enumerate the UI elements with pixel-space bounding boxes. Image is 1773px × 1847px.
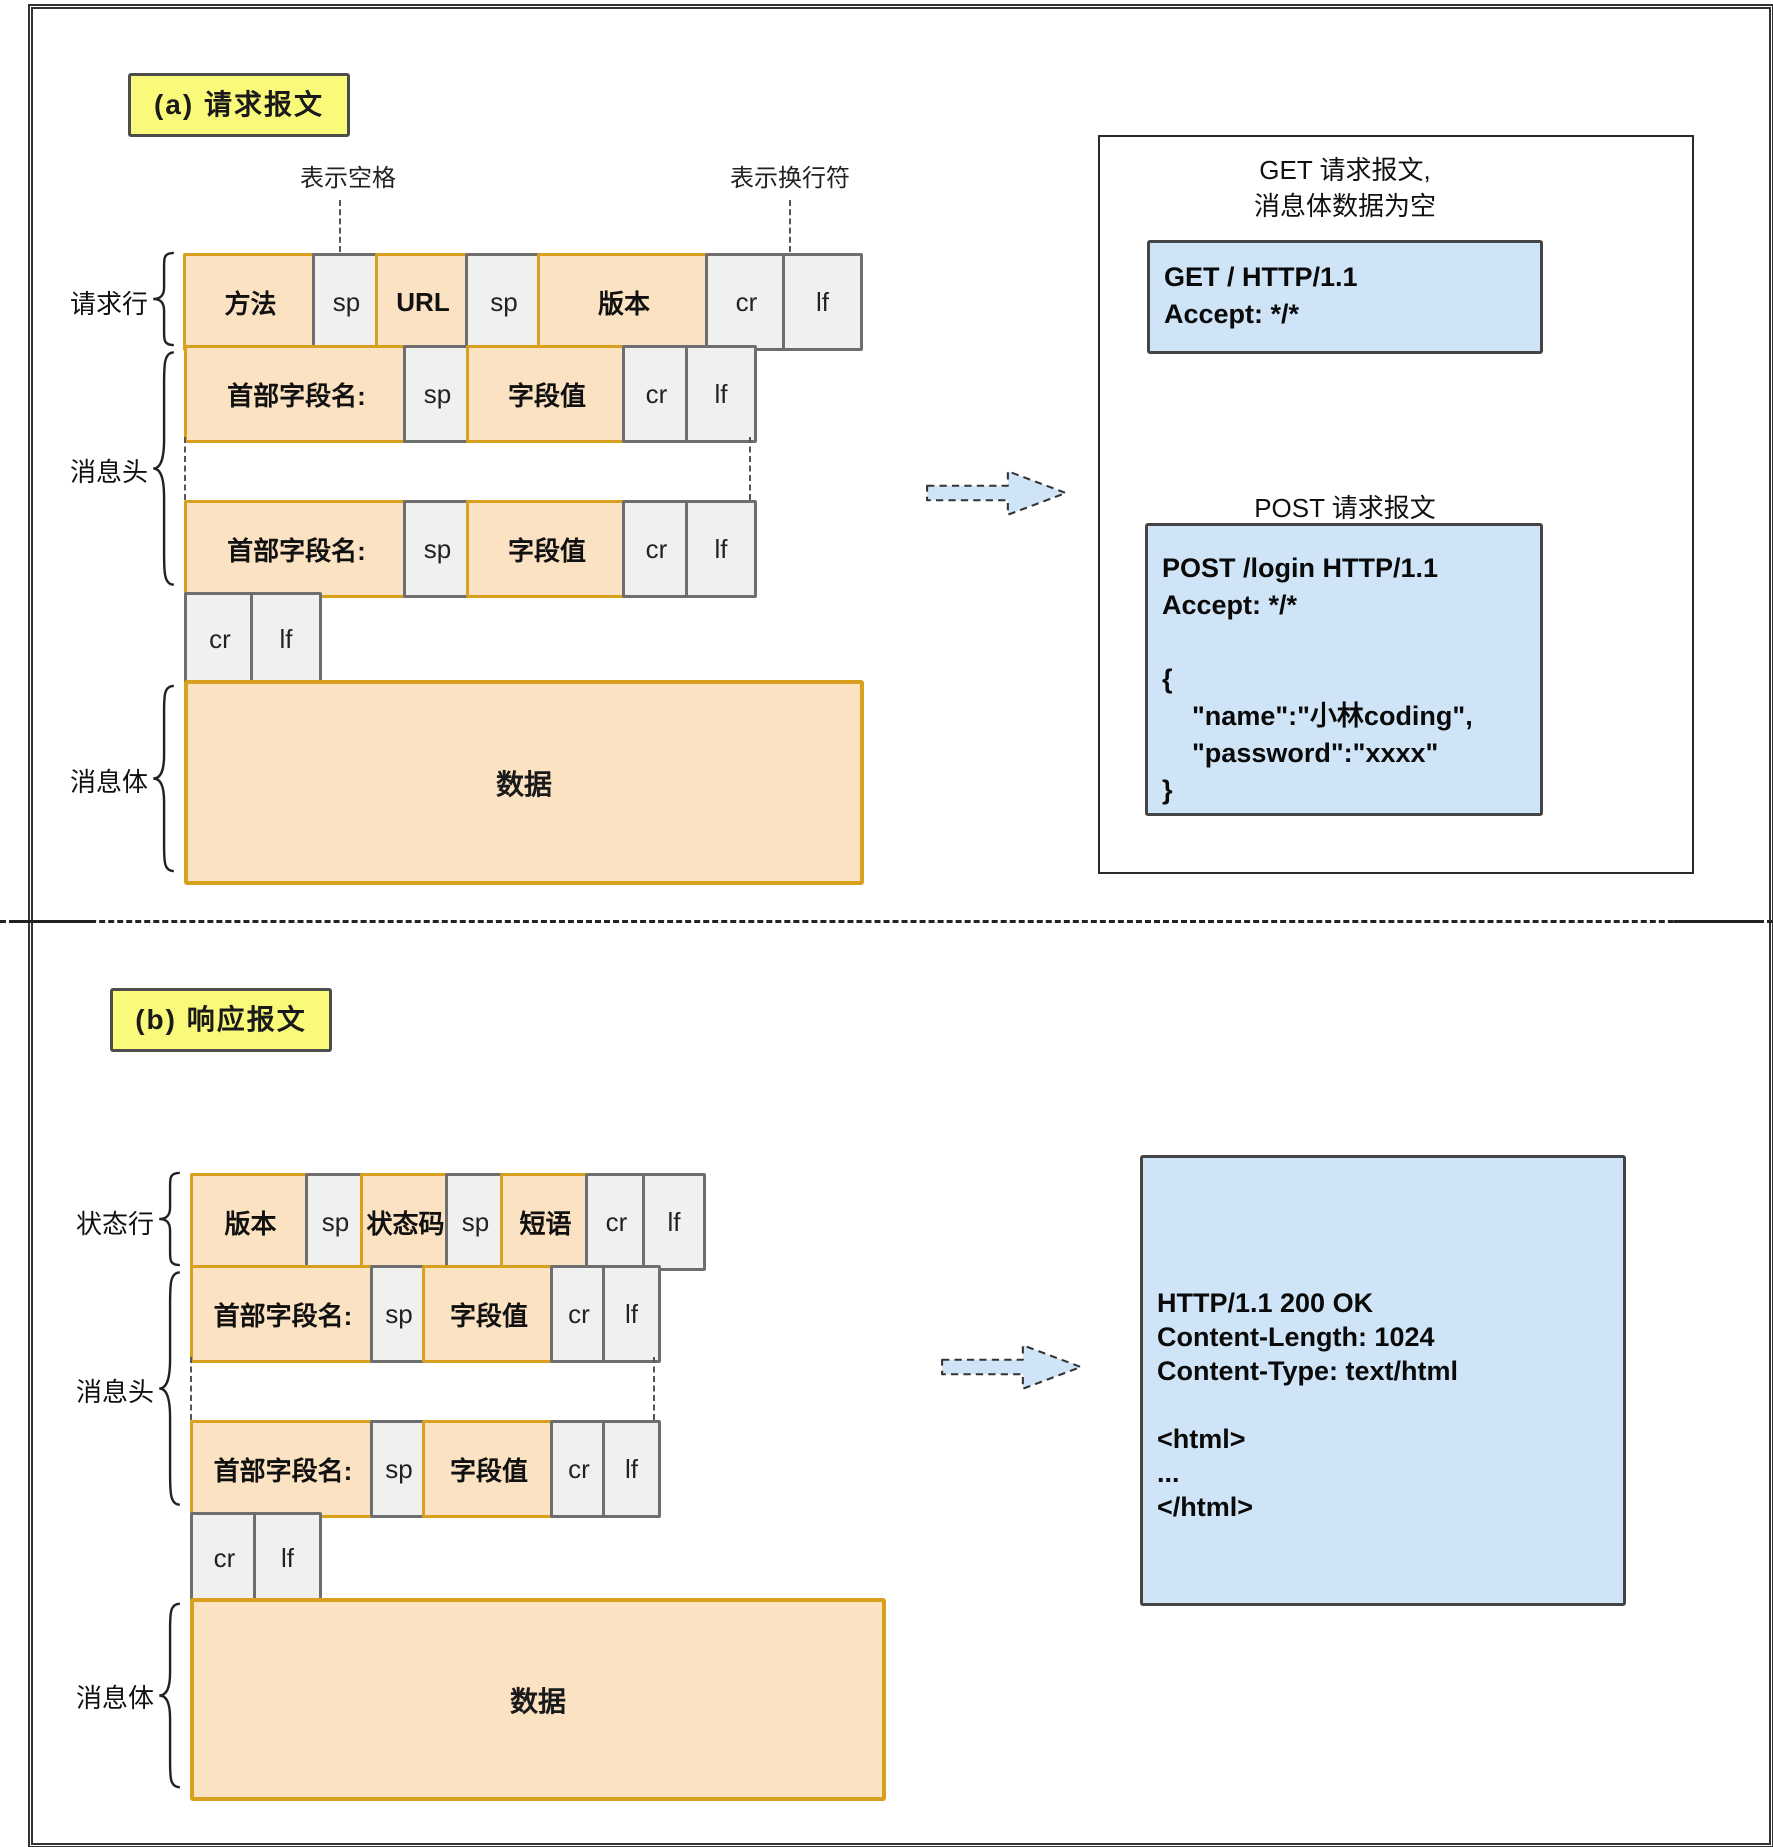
cell-header-name: 首部字段名:	[184, 345, 409, 443]
cell-header-value: 字段值	[466, 500, 628, 598]
cell-lf: lf	[253, 1512, 322, 1604]
cell-sp: sp	[465, 253, 543, 351]
cell-lf: lf	[602, 1420, 661, 1518]
cell-lf: lf	[602, 1265, 661, 1363]
get-example-title: GET 请求报文, 消息体数据为空	[1253, 155, 1436, 221]
separator-edge-right	[1674, 920, 1760, 923]
body-brace	[156, 1598, 182, 1793]
cell-header-name: 首部字段名:	[184, 500, 409, 598]
headers-ellipsis-left	[190, 1357, 192, 1420]
cell-cr: cr	[190, 1512, 259, 1604]
cell-header-value: 字段值	[466, 345, 628, 443]
cell-header-value: 字段值	[422, 1265, 556, 1363]
cell-cr: cr	[622, 345, 691, 443]
headers-brace	[150, 345, 176, 592]
cell-cr: cr	[550, 1420, 608, 1518]
separator-edge-left	[14, 920, 96, 923]
space-annotation-connector	[339, 200, 341, 252]
cell-status-code: 状态码	[360, 1173, 451, 1271]
cell-method: 方法	[183, 253, 318, 351]
newline-annotation-connector	[789, 200, 791, 252]
cell-sp: sp	[370, 1265, 428, 1363]
section-separator-line	[0, 920, 1773, 923]
flow-arrow-icon	[926, 470, 1067, 516]
request-line-label: 请求行	[69, 289, 148, 319]
cell-cr: cr	[184, 592, 256, 686]
cell-url: URL	[375, 253, 471, 351]
outer-frame	[28, 4, 1773, 1847]
response-example-box: HTTP/1.1 200 OK Content-Length: 1024 Con…	[1140, 1155, 1626, 1606]
cell-cr: cr	[705, 253, 788, 351]
status-line-label: 状态行	[75, 1209, 154, 1239]
request-body-box: 数据	[184, 680, 864, 885]
body-label: 消息体	[69, 767, 148, 797]
cell-lf: lf	[642, 1173, 706, 1271]
cell-cr: cr	[622, 500, 691, 598]
cell-header-value: 字段值	[422, 1420, 556, 1518]
flow-arrow-icon	[941, 1344, 1082, 1390]
response-example-code: HTTP/1.1 200 OK Content-Length: 1024 Con…	[1157, 1288, 1458, 1522]
cell-lf: lf	[685, 345, 757, 443]
request-line-brace	[150, 250, 176, 348]
section-b-title: (b) 响应报文	[110, 988, 332, 1052]
cell-header-name: 首部字段名:	[190, 1265, 376, 1363]
cell-sp: sp	[370, 1420, 428, 1518]
headers-label: 消息头	[75, 1377, 154, 1407]
response-body-box: 数据	[190, 1598, 886, 1801]
headers-ellipsis-left	[184, 437, 186, 500]
examples-panel	[1098, 135, 1694, 874]
body-label: 消息体	[75, 1683, 154, 1713]
post-example-code: POST /login HTTP/1.1 Accept: */* { "name…	[1162, 553, 1473, 805]
headers-label: 消息头	[69, 457, 148, 487]
cell-sp: sp	[403, 500, 472, 598]
cell-sp: sp	[403, 345, 472, 443]
headers-brace	[156, 1265, 182, 1512]
get-example-box: GET / HTTP/1.1 Accept: */*	[1147, 240, 1543, 354]
newline-annotation: 表示换行符	[730, 165, 850, 192]
cell-sp: sp	[445, 1173, 506, 1271]
cell-sp: sp	[312, 253, 381, 351]
cell-version: 版本	[190, 1173, 311, 1271]
headers-ellipsis-right	[749, 437, 751, 500]
cell-phrase: 短语	[500, 1173, 591, 1271]
cell-sp: sp	[305, 1173, 366, 1271]
cell-cr: cr	[585, 1173, 648, 1271]
cell-version: 版本	[537, 253, 711, 351]
cell-header-name: 首部字段名:	[190, 1420, 376, 1518]
cell-lf: lf	[782, 253, 863, 351]
cell-lf: lf	[685, 500, 757, 598]
headers-ellipsis-right	[653, 1357, 655, 1420]
get-example-code: GET / HTTP/1.1 Accept: */*	[1164, 262, 1358, 329]
post-example-box: POST /login HTTP/1.1 Accept: */* { "name…	[1145, 523, 1543, 816]
post-example-title: POST 请求报文	[1254, 493, 1436, 523]
space-annotation: 表示空格	[300, 165, 396, 192]
cell-cr: cr	[550, 1265, 608, 1363]
body-brace	[150, 680, 176, 877]
cell-lf: lf	[250, 592, 322, 686]
section-a-title: (a) 请求报文	[128, 73, 350, 137]
status-line-brace	[156, 1170, 182, 1268]
